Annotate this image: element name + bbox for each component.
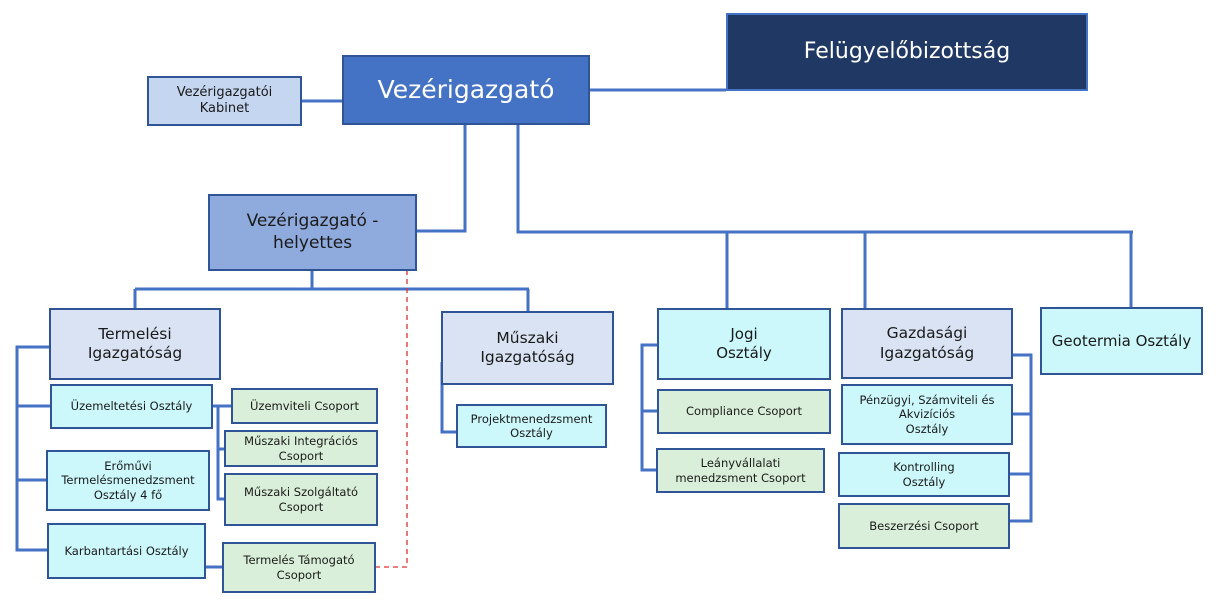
dotted-connector-deputy-support xyxy=(375,270,408,568)
connector-legal-spine xyxy=(640,343,657,472)
node-board[interactable]: Felügyelőbizottság xyxy=(726,13,1088,91)
node-production-directorate[interactable]: Termelési Igazgatóság xyxy=(49,308,221,380)
node-cabinet[interactable]: Vezérigazgatói Kabinet xyxy=(147,76,302,126)
node-compliance-group[interactable]: Compliance Csoport xyxy=(657,389,831,434)
connector-finance-spine xyxy=(1009,353,1033,523)
node-finance-accounting-dept[interactable]: Pénzügyi, Számviteli és Akvizíciós Osztá… xyxy=(841,384,1013,445)
node-ceo[interactable]: Vezérigazgató xyxy=(342,55,590,125)
node-maintenance-dept[interactable]: Karbantartási Osztály xyxy=(47,523,206,579)
node-subsidiary-mgmt-group[interactable]: Leányvállalati menedzsment Csoport xyxy=(656,448,825,493)
connector-ceo-bus xyxy=(516,124,1133,234)
node-operations-dept[interactable]: Üzemeltetési Osztály xyxy=(50,384,213,429)
node-deputy[interactable]: Vezérigazgató - helyettes xyxy=(208,194,417,271)
node-plant-operation-group[interactable]: Üzemviteli Csoport xyxy=(231,388,378,424)
node-finance-directorate[interactable]: Gazdasági Igazgatóság xyxy=(841,308,1013,379)
connector-ceo-deputy xyxy=(416,124,467,233)
connector-technical-project xyxy=(440,362,456,434)
node-procurement-group[interactable]: Beszerzési Csoport xyxy=(838,503,1010,549)
node-technical-service-group[interactable]: Műszaki Szolgáltató Csoport xyxy=(224,473,378,526)
node-geothermal-dept[interactable]: Geotermia Osztály xyxy=(1040,307,1203,375)
connector-deputy-bus xyxy=(133,270,530,311)
node-technical-integration-group[interactable]: Műszaki Integrációs Csoport xyxy=(224,430,378,467)
node-plant-production-mgmt-dept[interactable]: Erőművi Termelésmenedzsment Osztály 4 fő xyxy=(46,450,210,511)
node-controlling-dept[interactable]: Kontrolling Osztály xyxy=(838,452,1010,497)
node-production-support-group[interactable]: Termelés Támogató Csoport xyxy=(222,542,376,593)
connector-production-spine xyxy=(15,345,50,552)
node-technical-directorate[interactable]: Műszaki Igazgatóság xyxy=(441,311,614,385)
node-legal-dept[interactable]: Jogi Osztály xyxy=(657,308,831,380)
connector-operations-groups xyxy=(212,404,231,501)
node-project-mgmt-dept[interactable]: Projektmenedzsment Osztály xyxy=(456,404,607,448)
